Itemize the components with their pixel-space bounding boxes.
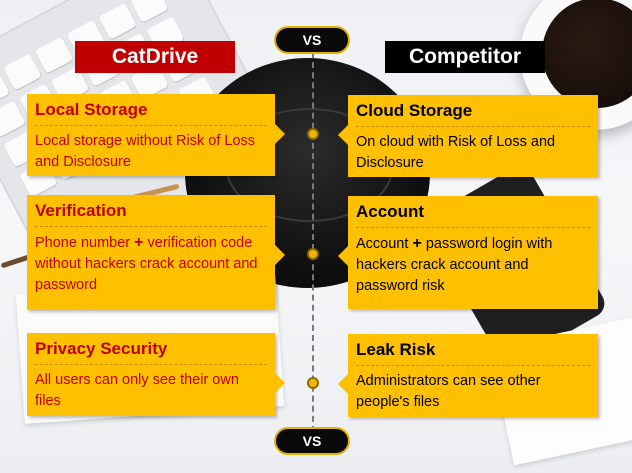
card-body: Account + password login with hackers cr… <box>356 235 553 294</box>
card-body: All users can only see their own files <box>35 372 239 409</box>
card-body: Phone number + verification code without… <box>35 234 258 293</box>
center-divider-line <box>312 52 314 432</box>
card-title: Privacy Security <box>35 339 168 358</box>
card-body: Local storage without Risk of Loss and D… <box>35 133 256 170</box>
card-title: Cloud Storage <box>356 101 473 120</box>
connector-dot <box>307 377 319 389</box>
catdrive-local-storage-card: Local Storage Local storage without Risk… <box>27 94 285 176</box>
coffee-cup-image <box>520 0 632 130</box>
card-title: Verification <box>35 201 127 220</box>
card-title: Leak Risk <box>356 340 436 359</box>
competitor-cloud-storage-card: Cloud Storage On cloud with Risk of Loss… <box>338 95 598 177</box>
competitor-account-card: Account Account + password login with ha… <box>338 196 598 309</box>
catdrive-header: CatDrive <box>75 41 235 73</box>
vs-badge-bottom: VS <box>274 427 350 455</box>
connector-dot <box>307 128 319 140</box>
competitor-header: Competitor <box>385 41 545 73</box>
card-body: Administrators can see other people's fi… <box>356 373 541 410</box>
card-title: Local Storage <box>35 100 148 119</box>
competitor-leak-risk-card: Leak Risk Administrators can see other p… <box>338 334 598 417</box>
catdrive-verification-card: Verification Phone number + verification… <box>27 195 285 310</box>
connector-dot <box>307 248 319 260</box>
card-title: Account <box>356 202 424 221</box>
card-body: On cloud with Risk of Loss and Disclosur… <box>356 134 556 171</box>
catdrive-privacy-security-card: Privacy Security All users can only see … <box>27 333 285 416</box>
vs-badge-top: VS <box>274 26 350 54</box>
